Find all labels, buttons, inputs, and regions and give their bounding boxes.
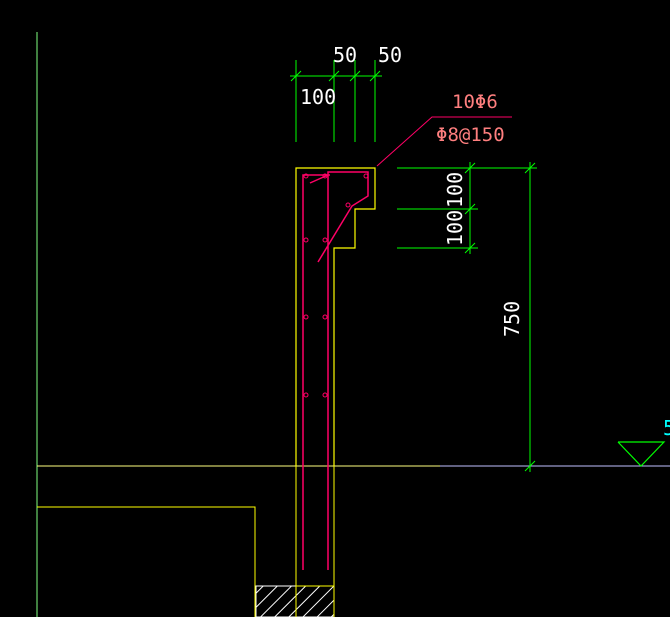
top-dimension-lines	[290, 60, 382, 142]
rebar-stirrup-note: Φ8@150	[436, 124, 505, 146]
dim-total-height: 750	[500, 301, 524, 337]
dim-total-width: 100	[300, 85, 336, 109]
rebar-stirrup-bar	[317, 171, 369, 570]
rebar-leader-line	[376, 116, 512, 167]
rebar-dots	[303, 173, 369, 398]
triangle-elevation-icon	[617, 441, 666, 467]
rebar-top-hook	[309, 174, 329, 184]
dim-step-height-2: 100	[443, 210, 467, 246]
rebar-longitudinal-note: 10Φ6	[452, 91, 498, 113]
rebar-main-bar	[302, 174, 330, 570]
wall-outline	[295, 167, 376, 466]
right-dimension-lines	[397, 162, 537, 472]
dim-top-width-1: 50	[333, 43, 357, 67]
foundation-outline	[37, 506, 256, 617]
dim-top-width-2: 50	[378, 43, 402, 67]
hatch-pattern-icon	[255, 585, 335, 617]
dim-step-height-1: 100	[443, 172, 467, 208]
level-marker-text: 5	[663, 416, 670, 440]
